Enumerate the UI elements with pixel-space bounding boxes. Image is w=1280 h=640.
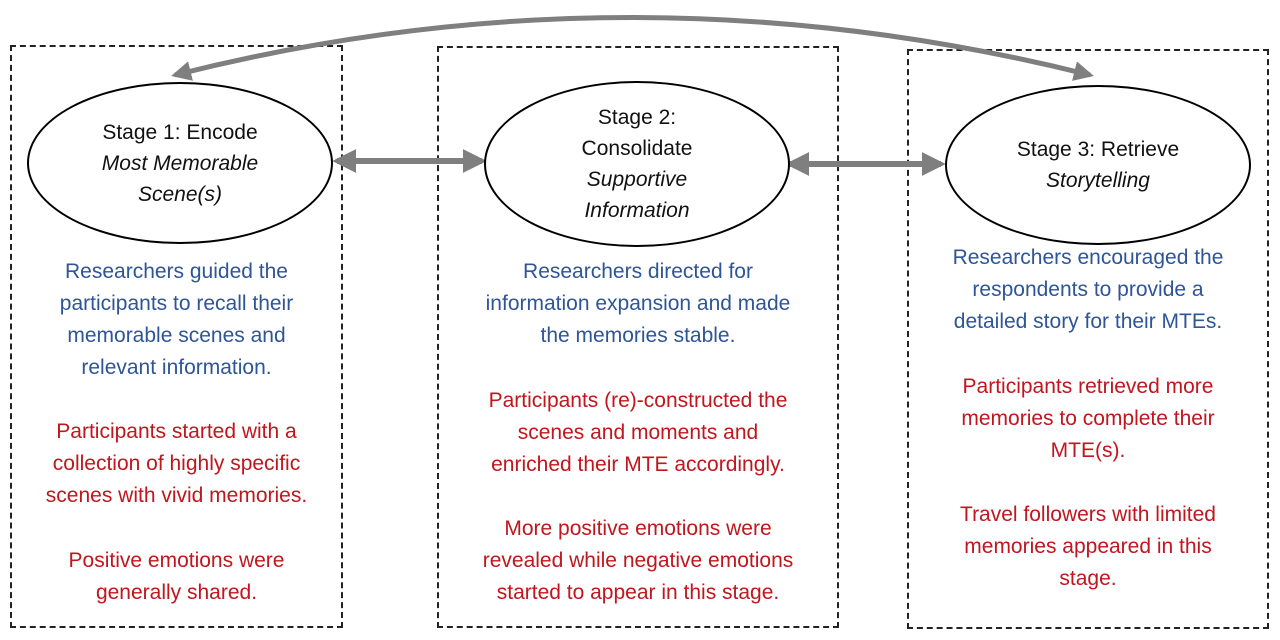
stage-2-ellipse: Stage 2: Consolidate Supportive Informat… bbox=[484, 81, 790, 247]
stage-1-panel bbox=[10, 45, 343, 628]
stage-1-participant-text-1: Participants started with a collection o… bbox=[45, 420, 308, 507]
stage-3-participant-text-1: Participants retrieved more memories to … bbox=[961, 375, 1215, 462]
stage-3-title: Stage 3: Retrieve bbox=[1016, 138, 1180, 161]
stage-2-title-line-1: Stage 2: bbox=[597, 106, 677, 129]
stage-1-subtitle-line-2: Scene(s) bbox=[137, 182, 223, 206]
stage-2-researcher-text: Researchers directed for information exp… bbox=[485, 260, 791, 347]
stage-2-title-line-2: Consolidate bbox=[581, 137, 693, 160]
stage-3-panel bbox=[907, 49, 1269, 629]
stage-1-ellipse: Stage 1: Encode Most Memorable Scene(s) bbox=[27, 82, 333, 244]
arc-arrow-stage1-stage3 bbox=[171, 15, 1094, 81]
stage-2-subtitle-line-2: Information bbox=[584, 199, 690, 222]
stage-1-participant-text-2: Positive emotions were generally shared. bbox=[68, 549, 285, 604]
stage-3-researcher-text: Researchers encouraged the respondents t… bbox=[952, 246, 1224, 333]
stage-2-subtitle-line-1: Supportive bbox=[586, 168, 688, 191]
stage-2-participant-text-1: Participants (re)-constructed the scenes… bbox=[488, 389, 788, 476]
stage-3-ellipse: Stage 3: Retrieve Storytelling bbox=[945, 85, 1251, 245]
stage-1-researcher-text: Researchers guided the participants to r… bbox=[59, 260, 294, 379]
stage-2-panel bbox=[437, 46, 839, 628]
stage-1-title: Stage 1: Encode bbox=[102, 120, 258, 144]
stage-1-subtitle-line-1: Most Memorable bbox=[101, 151, 259, 175]
stage-2-participant-text-2: More positive emotions were revealed whi… bbox=[482, 517, 794, 604]
stage-3-participant-text-2: Travel followers with limited memories a… bbox=[960, 503, 1216, 590]
stage-3-subtitle: Storytelling bbox=[1046, 169, 1150, 192]
